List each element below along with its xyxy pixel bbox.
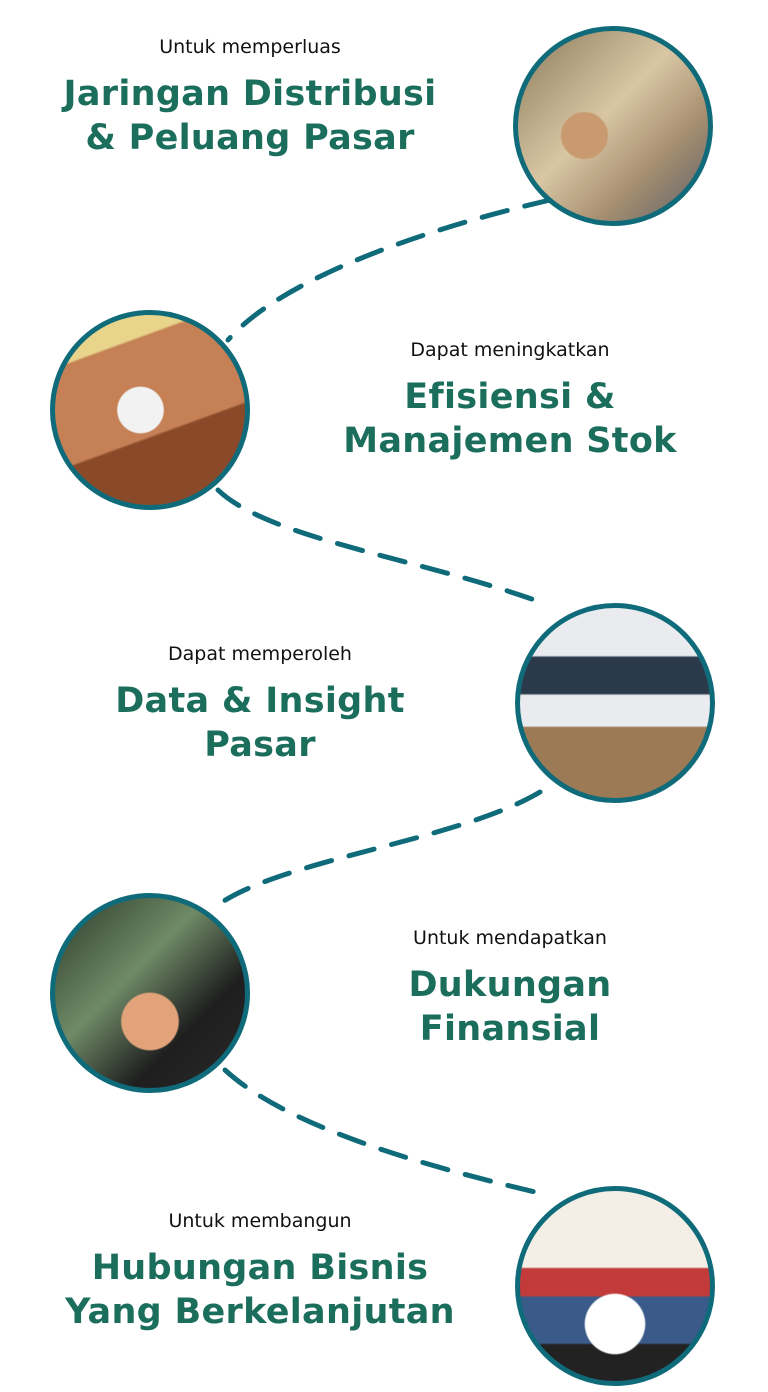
benefit-subtitle: Untuk mendapatkan [413, 927, 607, 949]
photo-warehouse-stock [50, 310, 250, 510]
benefit-subtitle: Untuk memperluas [159, 36, 341, 58]
benefit-efficiency: Dapat meningkatkan Efisiensi & Manajemen… [300, 339, 720, 463]
benefit-title-line: Manajemen Stok [343, 421, 677, 461]
photo-distribution-store [513, 26, 713, 226]
photo-handshake-money [50, 893, 250, 1093]
benefit-title-line: Hubungan Bisnis [91, 1248, 429, 1288]
benefit-title-line: Yang Berkelanjutan [65, 1292, 455, 1332]
benefit-subtitle: Untuk membangun [168, 1210, 352, 1232]
photo-business-partners [515, 1186, 715, 1386]
benefit-business-relations: Untuk membangun Hubungan Bisnis Yang Ber… [50, 1210, 470, 1334]
benefit-subtitle: Dapat memperoleh [168, 643, 352, 665]
benefit-data-insight: Dapat memperoleh Data & Insight Pasar [50, 643, 470, 767]
benefit-title-line: Dukungan [408, 965, 612, 1005]
benefit-title-line: Data & Insight [115, 681, 405, 721]
benefit-subtitle: Dapat meningkatkan [410, 339, 610, 361]
benefit-title-line: Efisiensi & [404, 377, 616, 417]
benefit-distribution: Untuk memperluas Jaringan Distribusi & P… [40, 36, 460, 160]
photo-meeting-room [515, 603, 715, 803]
benefit-title-line: Jaringan Distribusi [63, 74, 437, 114]
benefit-title-line: Pasar [204, 725, 316, 765]
benefit-title-line: & Peluang Pasar [85, 118, 415, 158]
benefit-title-line: Finansial [419, 1009, 601, 1049]
benefit-financial: Untuk mendapatkan Dukungan Finansial [300, 927, 720, 1051]
